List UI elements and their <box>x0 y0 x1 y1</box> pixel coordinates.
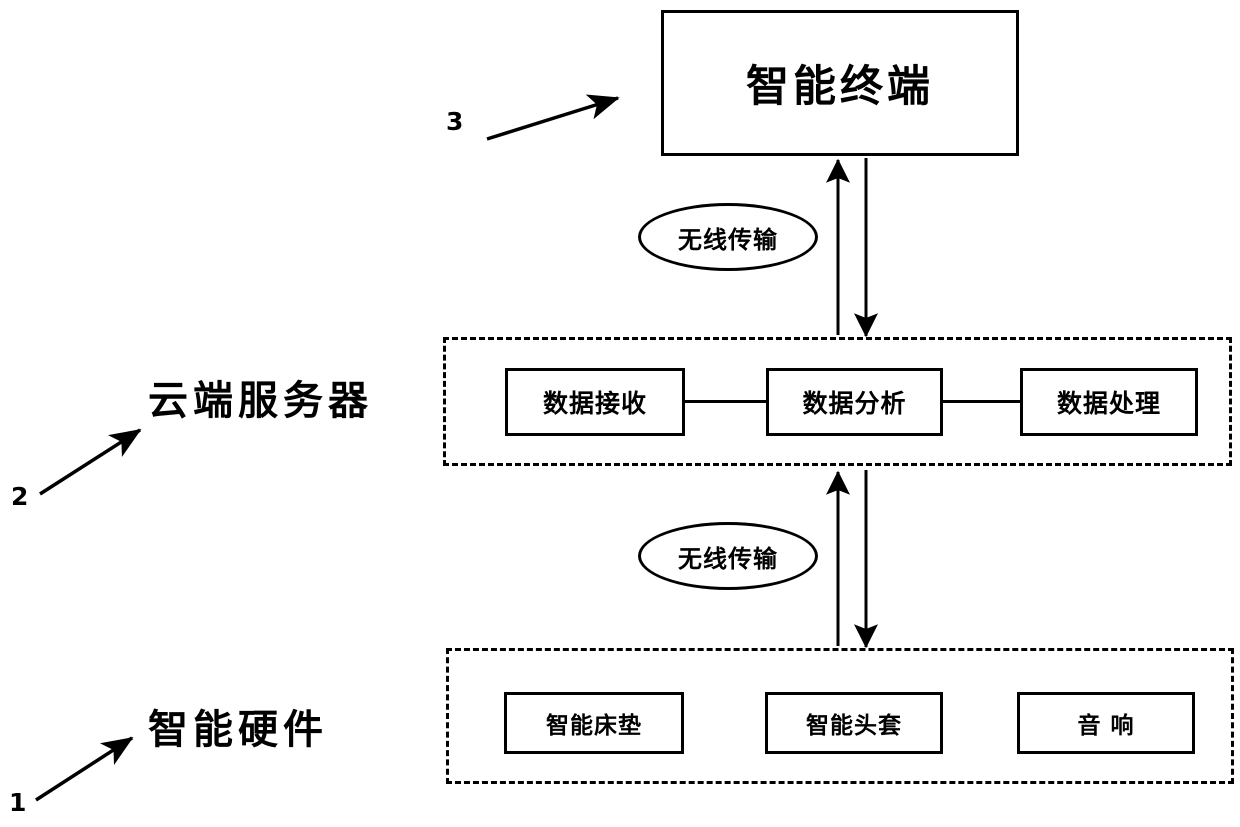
cloud-item-data-processing: 数据处理 <box>1020 368 1198 436</box>
hardware-item-label: 智能床垫 <box>546 713 642 739</box>
leader-arrow-cloud <box>39 428 142 496</box>
hardware-item-smart-mattress: 智能床垫 <box>504 692 684 754</box>
smart-hardware-side-label: 智能硬件 <box>148 707 328 753</box>
cloud-server-group <box>443 337 1232 466</box>
cloud-item-label: 数据处理 <box>1056 389 1161 418</box>
leader-arrow-hardware <box>35 736 134 802</box>
hardware-item-label: 音 响 <box>1077 713 1135 739</box>
reference-number-1: 1 <box>9 788 27 817</box>
cloud-item-label: 数据分析 <box>802 389 907 418</box>
smart-hardware-group <box>446 648 1234 784</box>
wireless-link-top: 无线传输 <box>638 203 818 271</box>
wireless-link-bottom: 无线传输 <box>638 522 818 590</box>
cloud-server-side-label: 云端服务器 <box>148 378 373 424</box>
cloud-item-data-reception: 数据接收 <box>505 368 685 436</box>
cloud-item-label: 数据接收 <box>542 389 647 418</box>
leader-arrow-terminal <box>486 94 620 141</box>
reference-number-2: 2 <box>11 482 29 511</box>
wireless-link-top-label: 无线传输 <box>678 225 778 254</box>
wireless-link-bottom-label: 无线传输 <box>678 544 778 573</box>
connector-analysis-processing <box>942 400 1021 403</box>
hardware-item-speaker: 音 响 <box>1017 692 1195 754</box>
reference-number-3: 3 <box>446 107 464 136</box>
cloud-item-data-analysis: 数据分析 <box>766 368 943 436</box>
smart-terminal-label: 智能终端 <box>746 62 934 112</box>
connector-reception-analysis <box>684 400 767 403</box>
hardware-item-smart-headgear: 智能头套 <box>765 692 943 754</box>
smart-terminal-node: 智能终端 <box>661 10 1019 156</box>
hardware-item-label: 智能头套 <box>806 713 902 739</box>
